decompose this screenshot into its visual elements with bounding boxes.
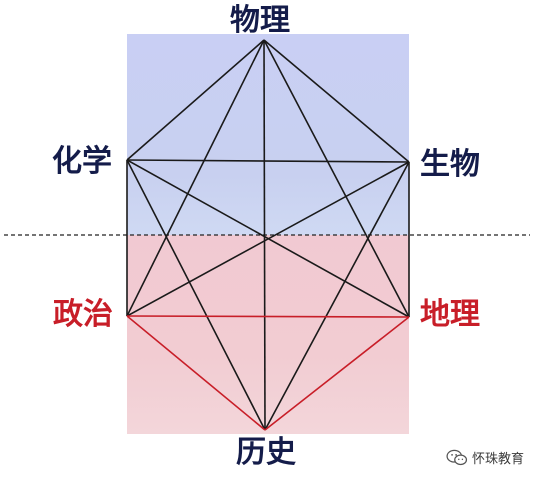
node-chemistry: 化学 [52,144,112,179]
edge-biology-politics [126,161,410,317]
edge-physics-history [263,39,266,431]
edge-chemistry-biology [126,159,410,163]
edge-politics-geography [126,315,410,318]
edge-chemistry-history [126,159,266,431]
wechat-icon [446,449,468,465]
humanities-zone-panel [127,235,409,434]
node-physics: 物理 [230,3,290,38]
edge-politics-history [126,315,266,431]
edge-physics-politics [126,39,265,317]
node-politics: 政治 [53,297,113,332]
watermark: 怀珠教育 [446,448,524,467]
science-zone-panel [127,34,409,235]
edge-biology-history [264,161,410,431]
watermark-text: 怀珠教育 [471,452,524,467]
edge-physics-biology [263,39,410,163]
node-biology: 生物 [420,147,480,182]
node-geography: 地理 [420,297,480,332]
node-history: 历史 [236,435,296,470]
edge-geography-history [264,316,410,431]
edge-physics-chemistry [126,39,265,161]
edge-physics-geography [263,39,410,318]
